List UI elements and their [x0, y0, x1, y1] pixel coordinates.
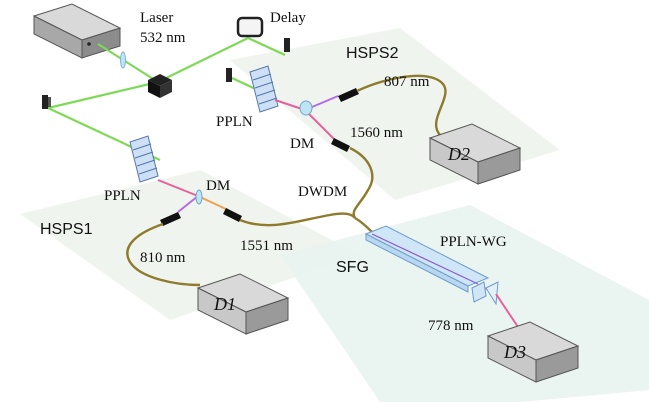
- fiber-dwdm: [354, 216, 373, 233]
- platform-hsps1: [20, 170, 360, 320]
- labels: Laser 532 nm Delay HSPS2 807 nm PPLN DM …: [40, 10, 507, 334]
- laser-wavelength-label: 532 nm: [140, 30, 186, 46]
- hsps1-beams: [157, 179, 229, 213]
- coupler-807: [338, 88, 359, 102]
- prism: [485, 281, 499, 306]
- coupler-1551: [223, 208, 242, 222]
- fiber-810: [126, 222, 201, 287]
- fiber-1560: [349, 146, 374, 219]
- coupler-810: [160, 212, 181, 226]
- dwdm-label: DWDM: [298, 184, 347, 200]
- hsps1-label: HSPS1: [40, 221, 93, 238]
- laser-label: Laser: [140, 10, 173, 26]
- wl-810-label: 810 nm: [140, 250, 186, 266]
- lens: [120, 51, 126, 69]
- hsps2-label: HSPS2: [346, 45, 399, 62]
- wl-807-label: 807 nm: [384, 74, 430, 90]
- delay-label: Delay: [270, 10, 306, 26]
- dm-top-label: DM: [290, 136, 314, 152]
- ppln-crystal-left: [129, 135, 159, 183]
- d1-label: D1: [213, 294, 236, 314]
- coupler-1560: [331, 138, 350, 152]
- mirror-left: [42, 95, 51, 109]
- ppln-waveguide: [364, 225, 490, 293]
- ppln-crystal-top: [249, 65, 279, 113]
- dm-top: [299, 100, 313, 116]
- detector-d1: D1: [196, 273, 290, 335]
- fibers: [126, 74, 447, 287]
- ppln-left-label: PPLN: [104, 188, 141, 204]
- sfg-label: SFG: [336, 259, 369, 276]
- filter: [471, 281, 487, 303]
- wl-1551-label: 1551 nm: [240, 238, 293, 254]
- fiber-1551: [239, 212, 356, 227]
- dm-left-label: DM: [206, 178, 230, 194]
- fiber-807: [356, 74, 447, 136]
- wl-778-label: 778 nm: [428, 318, 474, 334]
- sfg-output: [471, 281, 521, 331]
- d2-label: D2: [447, 144, 470, 164]
- pplnwg-label: PPLN-WG: [440, 234, 507, 250]
- detector-d2: D2: [428, 123, 522, 185]
- beam-splitter: [148, 74, 172, 98]
- mirror-delay-right: [284, 38, 290, 52]
- ppln-top-label: PPLN: [216, 114, 253, 130]
- delay-stage: [236, 16, 264, 38]
- couplers: [160, 88, 359, 226]
- wl-1560-label: 1560 nm: [350, 125, 403, 141]
- mirror-delay-left: [226, 68, 232, 82]
- laser-box: [32, 3, 122, 59]
- d3-label: D3: [503, 342, 526, 362]
- detector-d3: D3: [486, 321, 580, 383]
- dm-left: [195, 189, 203, 205]
